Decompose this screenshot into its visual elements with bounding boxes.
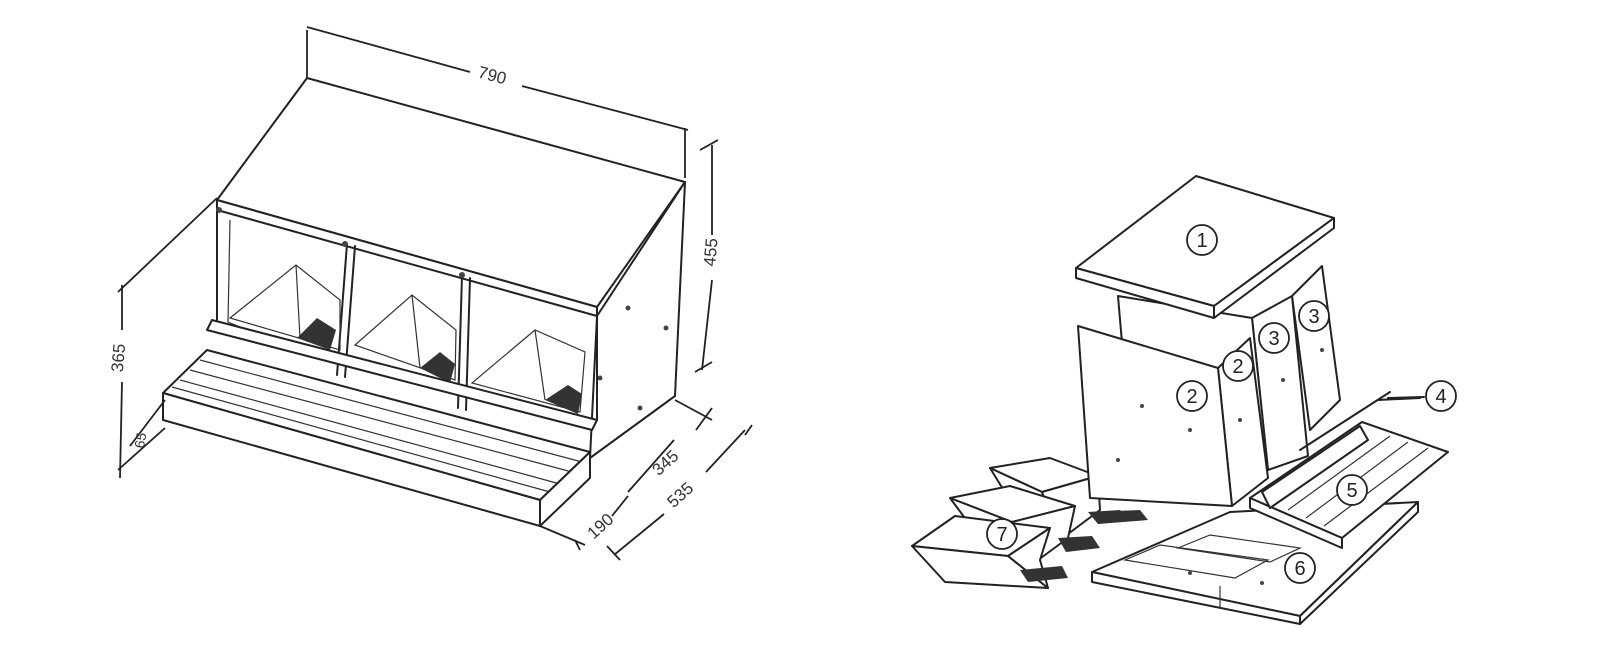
dim-345-label: 345 [649, 446, 683, 479]
callout-3a: 3 [1258, 322, 1290, 354]
callout-2a: 2 [1176, 380, 1208, 412]
dim-790-label: 790 [476, 63, 508, 89]
exploded-view: 1 2 2 3 3 4 5 6 [911, 175, 1457, 625]
callout-1: 1 [1186, 224, 1218, 256]
nest-compartment [470, 329, 586, 414]
callout-7: 7 [986, 518, 1018, 550]
nest-compartment [353, 294, 457, 383]
dim-535-label: 535 [663, 479, 697, 512]
perch-board [1249, 421, 1449, 549]
dim-455-label: 455 [700, 237, 721, 267]
hinge-rod [1299, 391, 1391, 451]
callout-4: 4 [1387, 380, 1457, 412]
dim-365-label: 365 [108, 343, 129, 373]
callout-2b-label: 2 [1232, 356, 1243, 378]
callout-7-label: 7 [996, 524, 1007, 546]
callout-5: 5 [1336, 474, 1368, 506]
callout-3a-label: 3 [1268, 328, 1279, 350]
callout-6-label: 6 [1294, 558, 1305, 580]
front-rail [206, 319, 598, 431]
assembled-nest-box [162, 77, 686, 527]
callout-3b: 3 [1298, 300, 1330, 332]
callout-2b: 2 [1222, 350, 1254, 382]
callout-2a-label: 2 [1186, 386, 1197, 408]
callout-6: 6 [1284, 552, 1316, 584]
callout-3b-label: 3 [1308, 306, 1319, 328]
dim-65-label: 65 [131, 431, 149, 449]
callout-5-label: 5 [1346, 480, 1357, 502]
callout-4-label: 4 [1435, 386, 1446, 408]
nest-tray [911, 515, 1068, 589]
callout-1-label: 1 [1196, 230, 1207, 252]
